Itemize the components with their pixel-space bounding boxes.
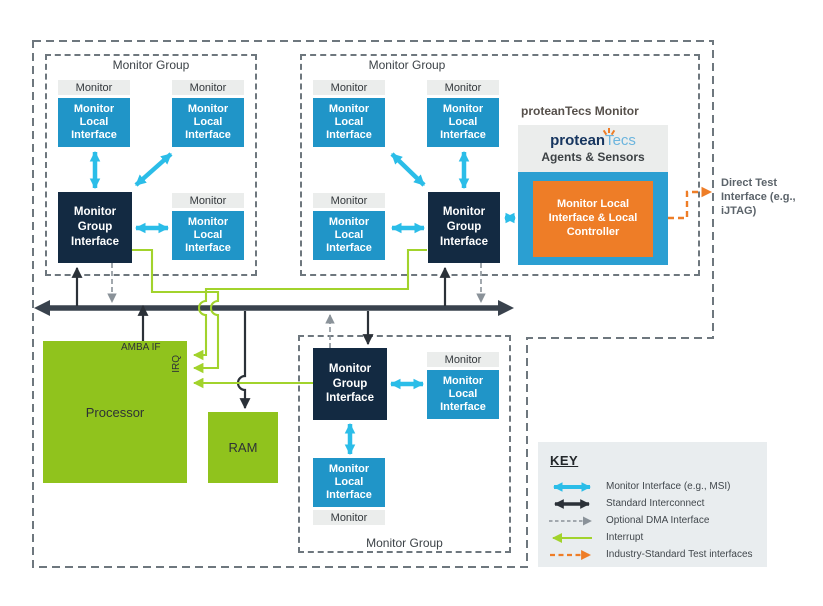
processor-box: Processor (43, 341, 187, 483)
monitor-unit: Monitor Monitor Local Interface (172, 193, 244, 260)
monitor-local-interface-local-controller: Monitor Local Interface & Local Controll… (533, 181, 653, 257)
proteantecs-monitor-title: proteanTecs Monitor (521, 104, 639, 118)
monitor-local-interface: Monitor Local Interface (313, 458, 385, 507)
logo-spark-icon (608, 128, 611, 133)
processor-label: Processor (85, 404, 145, 420)
monitor-local-interface: Monitor Local Interface (172, 211, 244, 260)
key-item-test-interfaces: Industry-Standard Test interfaces (546, 546, 761, 563)
monitor-local-interface: Monitor Local Interface (313, 211, 385, 260)
monitor-label: Monitor (427, 352, 499, 367)
monitor-group-interface: Monitor Group Interface (313, 348, 387, 420)
group-title-top-left: Monitor Group (112, 58, 190, 72)
key-item-monitor-interface: Monitor Interface (e.g., MSI) (546, 478, 761, 495)
key-legend: KEY Monitor Interface (e.g., MSI) Standa… (538, 442, 767, 567)
proteantecs-logo: proteanTecs (550, 128, 636, 149)
monitor-group-interface: Monitor Group Interface (58, 192, 132, 263)
monitor-unit: Monitor Monitor Local Interface (313, 193, 385, 260)
key-item-optional-dma: Optional DMA Interface (546, 512, 761, 529)
system-bus (34, 300, 514, 316)
monitor-local-interface: Monitor Local Interface (58, 98, 130, 147)
standard-interconnect-arrow-icon (554, 498, 590, 509)
monitor-unit: Monitor Monitor Local Interface (172, 80, 244, 147)
monitor-local-interface: Monitor Local Interface (313, 98, 385, 147)
ram-label: RAM (228, 440, 258, 455)
group-title-top-right: Monitor Group (368, 58, 446, 72)
monitor-label: Monitor (172, 80, 244, 95)
proteantecs-agents-sensors: proteanTecs Agents & Sensors (518, 125, 668, 172)
monitor-local-interface: Monitor Local Interface (172, 98, 244, 147)
monitor-unit: Monitor Monitor Local Interface (313, 80, 385, 147)
monitor-label: Monitor (313, 80, 385, 95)
key-item-interrupt: Interrupt (546, 529, 761, 546)
monitor-local-interface: Monitor Local Interface (427, 98, 499, 147)
irq-label: IRQ (171, 355, 182, 373)
monitor-unit: Monitor Monitor Local Interface (427, 352, 499, 419)
monitor-label: Monitor (313, 510, 385, 525)
key-rows: Monitor Interface (e.g., MSI) Standard I… (546, 478, 761, 563)
ram-box: RAM (208, 412, 278, 483)
key-title: KEY (550, 453, 579, 468)
optional-dma-arrow-icon (549, 516, 592, 525)
monitor-label: Monitor (58, 80, 130, 95)
monitor-interface-arrow-icon (553, 481, 591, 492)
monitor-unit: Monitor Monitor Local Interface (427, 80, 499, 147)
interrupt-arrow-icon (552, 532, 592, 543)
test-interface-arrow-icon (550, 549, 591, 560)
monitor-unit: Monitor Local Interface Monitor (313, 458, 385, 525)
monitor-label: Monitor (427, 80, 499, 95)
agents-sensors-label: Agents & Sensors (541, 150, 645, 164)
monitor-local-interface: Monitor Local Interface (427, 370, 499, 419)
monitor-unit: Monitor Monitor Local Interface (58, 80, 130, 147)
amba-if-label: AMBA IF (121, 342, 161, 353)
direct-test-interface-label: Direct Test Interface (e.g., iJTAG) (721, 177, 796, 217)
monitor-label: Monitor (172, 193, 244, 208)
key-item-standard-interconnect: Standard Interconnect (546, 495, 761, 512)
monitor-label: Monitor (313, 193, 385, 208)
group-title-bottom: Monitor Group (366, 536, 443, 550)
monitor-group-interface: Monitor Group Interface (428, 192, 500, 263)
